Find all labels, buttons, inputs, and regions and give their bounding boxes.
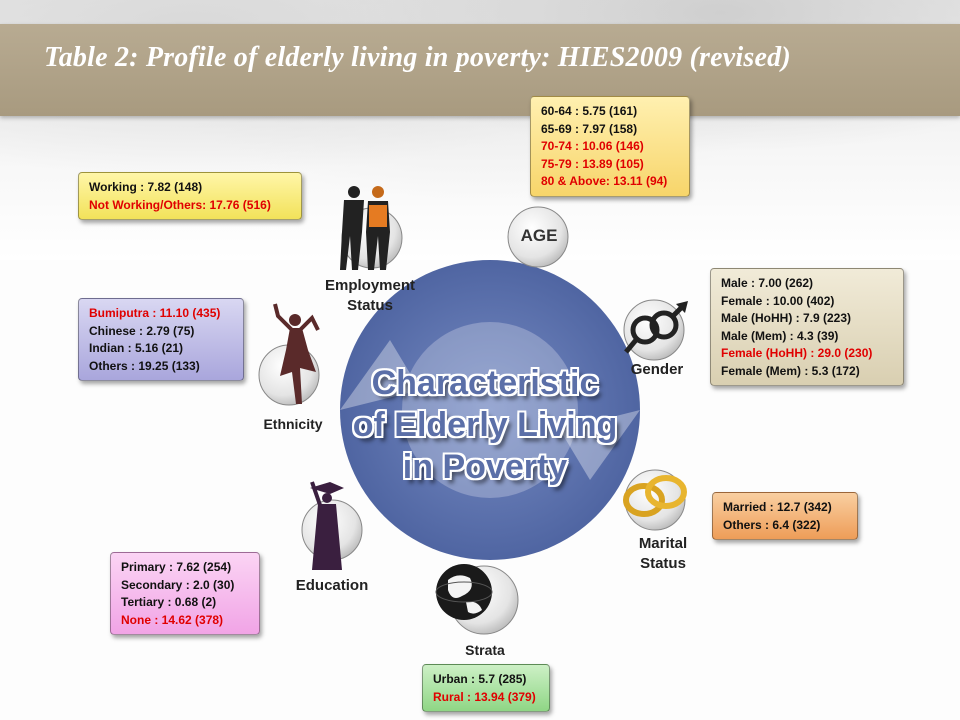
strata-line: Rural : 13.94 (379) (433, 689, 536, 704)
gender-line: Male (HoHH) : 7.9 (223) (721, 311, 852, 325)
strata-box: Urban : 5.7 (285) Rural : 13.94 (379) (422, 664, 550, 712)
workers-icon (340, 186, 403, 270)
education-line: Secondary : 2.0 (30) (121, 577, 235, 592)
cycle-arrow-icon (340, 260, 640, 560)
marital-line: Others : 6.4 (322) (723, 517, 821, 532)
marital-line: Married : 12.7 (342) (723, 500, 832, 514)
label-education: Education (295, 577, 369, 594)
age-line: 65-69 : 7.97 (158) (541, 121, 638, 136)
globe-icon (435, 564, 519, 635)
ethnicity-line: Indian : 5.16 (21) (89, 341, 184, 355)
label-marital: Marital Status (638, 535, 688, 572)
age-line: 75-79 : 13.89 (105) (541, 156, 644, 171)
employment-line: Not Working/Others: 17.76 (516) (89, 197, 271, 212)
gender-line: Female : 10.00 (402) (721, 293, 835, 308)
education-box: Primary : 7.62 (254) Secondary : 2.0 (30… (110, 552, 260, 635)
employment-box: Working : 7.82 (148) Not Working/Others:… (78, 172, 302, 220)
title-bar (0, 24, 960, 116)
employment-line: Working : 7.82 (148) (89, 180, 203, 194)
marital-box: Married : 12.7 (342) Others : 6.4 (322) (712, 492, 858, 540)
page-title: Table 2: Profile of elderly living in po… (44, 42, 791, 73)
gender-line: Male (Mem) : 4.3 (39) (721, 328, 839, 343)
ethnicity-line: Others : 19.25 (133) (89, 358, 200, 373)
label-employment: Employment Status (324, 277, 415, 314)
gender-box: Male : 7.00 (262) Female : 10.00 (402) M… (710, 268, 904, 386)
label-strata: Strata (465, 642, 505, 658)
gender-line: Female (HoHH) : 29.0 (230) (721, 346, 873, 360)
ethnicity-box: Bumiputra : 11.10 (435) Chinese : 2.79 (… (78, 298, 244, 381)
age-box: 60-64 : 5.75 (161) 65-69 : 7.97 (158) 70… (530, 96, 690, 197)
center-title: Characteristic of Elderly Living in Pove… (352, 364, 618, 486)
ethnicity-line: Bumiputra : 11.10 (435) (89, 306, 221, 320)
strata-line: Urban : 5.7 (285) (433, 672, 527, 686)
age-line: 60-64 : 5.75 (161) (541, 104, 638, 118)
label-ethnicity: Ethnicity (263, 416, 323, 432)
gender-symbols-icon (623, 299, 688, 361)
label-gender: Gender (630, 361, 684, 378)
gender-line: Female (Mem) : 5.3 (172) (721, 363, 860, 378)
ethnicity-line: Chinese : 2.79 (75) (89, 323, 195, 338)
label-age: AGE (520, 226, 558, 245)
age-node (507, 206, 569, 268)
education-line: Tertiary : 0.68 (2) (121, 595, 217, 609)
age-line: 70-74 : 10.06 (146) (541, 139, 644, 153)
dancer-icon (258, 303, 320, 406)
age-line: 80 & Above: 13.11 (94) (541, 174, 668, 188)
education-line: None : 14.62 (378) (121, 612, 224, 627)
wedding-rings-icon (623, 469, 687, 531)
gender-line: Male : 7.00 (262) (721, 276, 814, 290)
graduate-icon (301, 481, 363, 570)
education-line: Primary : 7.62 (254) (121, 560, 232, 574)
